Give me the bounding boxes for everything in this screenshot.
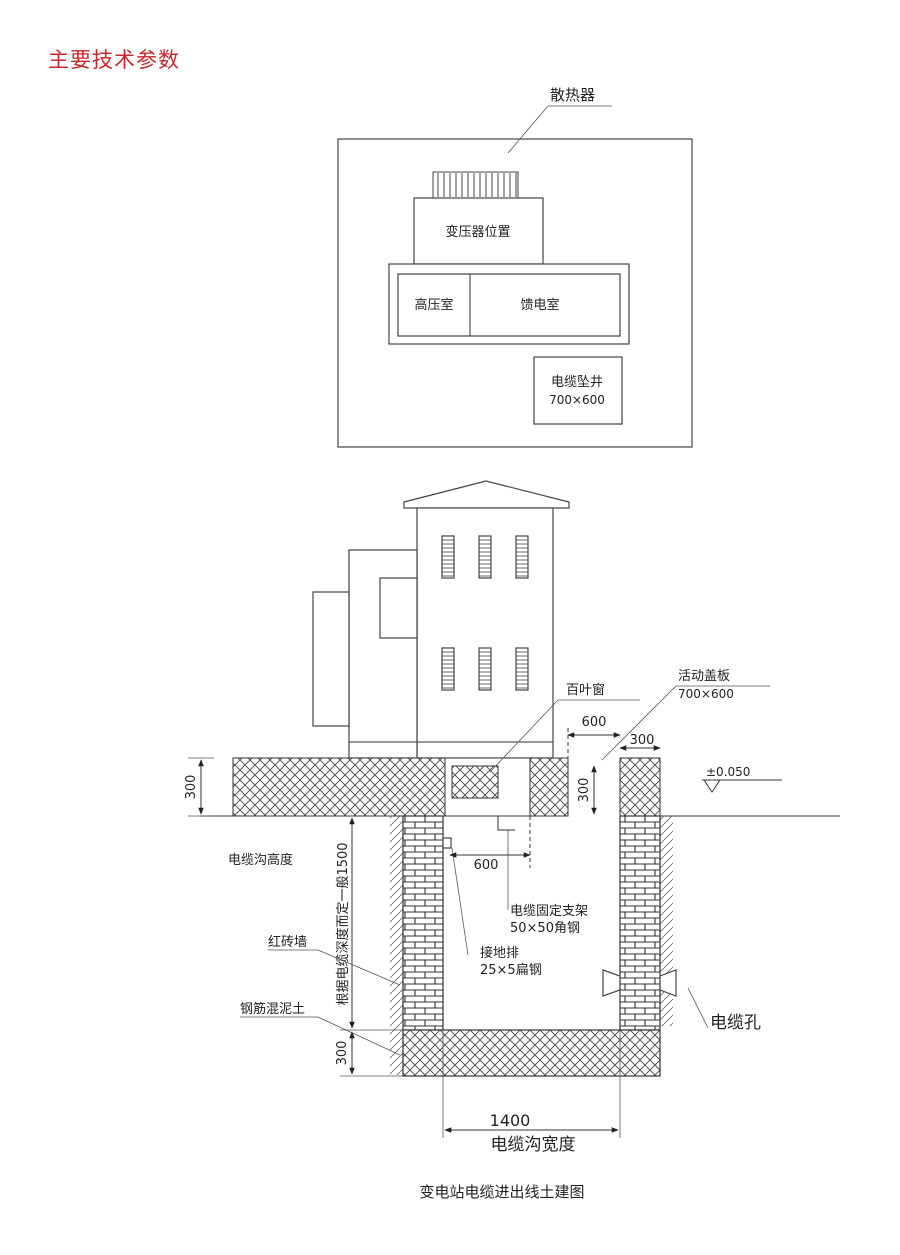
dim-width: 1400 电缆沟宽度 bbox=[442, 1030, 621, 1155]
svg-text:钢筋混泥土: 钢筋混泥土 bbox=[240, 1001, 305, 1017]
louver-leader: 百叶窗 bbox=[489, 682, 640, 773]
upper-louvers bbox=[441, 535, 529, 579]
radiator-leader bbox=[507, 105, 549, 154]
svg-text:活动盖板: 活动盖板 bbox=[678, 669, 730, 684]
dim-300-bottom: 300 bbox=[335, 1031, 403, 1077]
ground-bar-label: 接地排 bbox=[480, 945, 519, 961]
plan-view: 变压器位置 高压室 馈电室 电缆坠井 700×600 散热器 bbox=[337, 86, 693, 448]
transformer-label: 变压器位置 bbox=[445, 224, 510, 240]
drawing-caption: 变电站电缆进出线土建图 bbox=[419, 1183, 584, 1201]
dim-300-right: 300 bbox=[619, 733, 661, 751]
svg-text:电缆沟宽度: 电缆沟宽度 bbox=[491, 1135, 576, 1155]
svg-text:300: 300 bbox=[184, 775, 199, 800]
svg-text:300: 300 bbox=[577, 778, 592, 803]
svg-text:红砖墙: 红砖墙 bbox=[268, 934, 307, 950]
ground-bar: 接地排 25×5扁钢 bbox=[442, 837, 542, 978]
radiator-label: 散热器 bbox=[550, 86, 595, 104]
brick-wall-left bbox=[402, 815, 444, 1031]
hv-room-label: 高压室 bbox=[414, 297, 453, 313]
cable-hole-label: 电缆孔 bbox=[710, 1013, 761, 1033]
svg-text:600: 600 bbox=[474, 858, 499, 873]
brick-wall-right bbox=[619, 815, 661, 1031]
transformer-box bbox=[413, 197, 544, 265]
dim-300-cover: 300 bbox=[577, 765, 597, 815]
cable-well-label: 电缆坠井 bbox=[551, 374, 603, 390]
cover-leader: 活动盖板 700×600 bbox=[601, 669, 770, 761]
svg-text:300: 300 bbox=[630, 733, 655, 748]
concrete-leader: 钢筋混泥土 bbox=[240, 1001, 401, 1056]
svg-text:电缆沟高度: 电缆沟高度 bbox=[228, 852, 293, 868]
ground-bar-spec: 25×5扁钢 bbox=[480, 963, 542, 978]
roof bbox=[403, 480, 570, 509]
brick-wall-leader: 红砖墙 bbox=[268, 934, 401, 986]
dim-depth: 根据电缆深度而定一般1500 电缆沟高度 bbox=[228, 817, 403, 1031]
dim-600-inner: 600 bbox=[449, 852, 531, 873]
dim-600-top: 600 bbox=[567, 715, 621, 758]
switch-room-inner bbox=[397, 273, 621, 337]
svg-text:1400: 1400 bbox=[490, 1111, 531, 1130]
bracket-label: 电缆固定支架 bbox=[510, 903, 588, 919]
radiator-fins bbox=[432, 171, 519, 199]
side-panel bbox=[379, 577, 418, 639]
cable-bracket: 电缆固定支架 50×50角钢 bbox=[497, 816, 588, 936]
svg-text:根据电缆深度而定一般1500: 根据电缆深度而定一般1500 bbox=[335, 842, 351, 1005]
elevation-mark: ±0.050 bbox=[702, 765, 782, 793]
substation-elevation bbox=[312, 480, 570, 759]
dim-300-left: 300 bbox=[184, 757, 214, 817]
page-heading: 主要技术参数 bbox=[48, 48, 180, 72]
svg-text:600: 600 bbox=[582, 715, 607, 730]
ground-slab bbox=[232, 757, 661, 817]
cable-well-box bbox=[533, 356, 623, 425]
cable-hole: 电缆孔 bbox=[602, 969, 761, 1033]
svg-text:300: 300 bbox=[335, 1041, 350, 1066]
cable-well-size: 700×600 bbox=[549, 393, 605, 407]
bracket-spec: 50×50角钢 bbox=[510, 921, 580, 936]
concrete-base bbox=[402, 1029, 661, 1077]
radiator-block bbox=[312, 591, 350, 727]
feeder-room-label: 馈电室 bbox=[520, 297, 559, 313]
lower-louvers bbox=[441, 647, 529, 691]
svg-text:±0.050: ±0.050 bbox=[706, 765, 750, 779]
svg-text:百叶窗: 百叶窗 bbox=[566, 682, 605, 698]
svg-text:700×600: 700×600 bbox=[678, 687, 734, 701]
